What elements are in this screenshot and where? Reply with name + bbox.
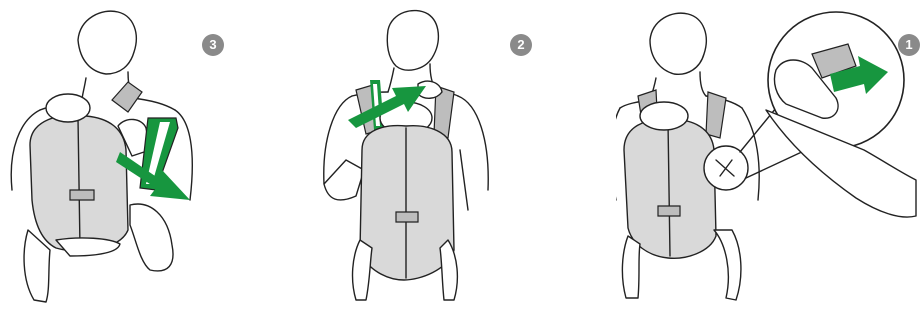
step-badge: 1 xyxy=(898,34,920,56)
instruction-panel-step-1: 1 xyxy=(616,0,924,320)
illustration-step-2 xyxy=(308,0,616,320)
instruction-panel-step-3: 3 xyxy=(0,0,308,320)
step-badge: 3 xyxy=(202,34,224,56)
instruction-panel-step-2: 2 xyxy=(308,0,616,320)
illustration-step-3 xyxy=(0,0,308,320)
illustration-step-1 xyxy=(616,0,924,320)
step-badge: 2 xyxy=(510,34,532,56)
